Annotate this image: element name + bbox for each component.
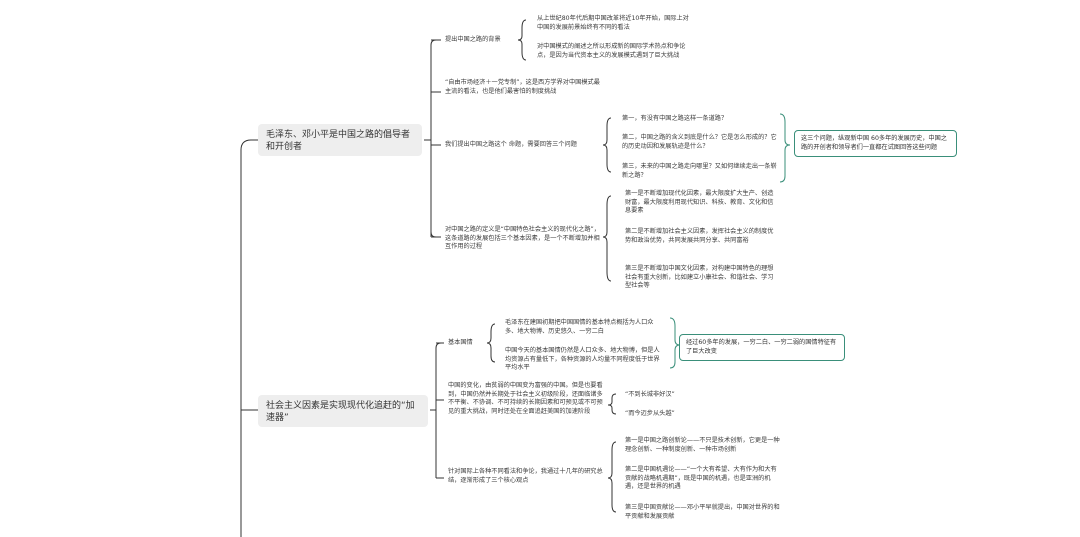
branch2-spine	[430, 348, 437, 478]
national-item-1[interactable]: 毛泽东在建国初期把中国国情的基本特点概括为人口众多、地大物博、历史悠久、一穷二白	[505, 319, 654, 335]
b2-spine-rounding	[435, 342, 442, 349]
definition-bracket	[602, 195, 612, 282]
change-label[interactable]: 中国的变化，由贫弱的中国变为富强的中国。但是也要看到，中国仍然并长期处于社会主义…	[448, 382, 603, 415]
core-views-label[interactable]: 针对国际上各种不同看法和争论，我通过十几年的研究总结，逐渐形成了三个核心观点	[448, 468, 603, 484]
questions-note-brace	[779, 113, 791, 183]
question-1[interactable]: 第一，有没有中国之路这样一条道路？	[622, 115, 728, 122]
definition-item-3[interactable]: 第三是不断增加中国文化因素，对构建中国特色的理想社会有重大创新，比如建立小康社会…	[625, 265, 774, 290]
core-view-2[interactable]: 第二是中国机遇论——“一个大有希望、大有作为和大有贡献的战略机遇期”，既是中国的…	[625, 466, 777, 491]
national-item-2[interactable]: 中国今天的基本国情仍然是人口众多、地大物博，但是人均资源占有量低下，各种资源的人…	[505, 347, 660, 372]
question-3[interactable]: 第三，未来的中国之路走向哪里？又如何继续走出一条崭新之路？	[622, 163, 777, 179]
core-view-1[interactable]: 第一是中国之路创新论——不只是技术创新，它更是一种理念创新、一种制度创新、一种市…	[625, 437, 780, 453]
western-view[interactable]: “自由市场经济＋一党专制”，这是西方学界对中国模式最主流的看法，也是他们最害怕的…	[445, 79, 600, 95]
definition-item-1[interactable]: 第一是不断增加现代化因素，最大限度扩大生产、创造财富，最大限度利用现代知识、科技…	[625, 190, 774, 215]
change-item-1[interactable]: “不到长城非好汉”	[625, 391, 675, 398]
national-bracket	[486, 323, 496, 363]
questions-note[interactable]: 这三个问题，纵观新中国 60多年的发展历史，中国之路的开创者和领导者们一直都在试…	[794, 130, 957, 158]
three-questions-label[interactable]: 我们提出中国之路这个 命题，需要回答三个问题	[445, 141, 577, 148]
change-bracket	[607, 393, 617, 415]
branch2-title[interactable]: 社会主义因素是实现现代化追赶的“加速器”	[258, 395, 428, 427]
core-views-bracket	[607, 441, 617, 513]
branch1-title[interactable]: 毛泽东、邓小平是中国之路的倡导者和开创者	[258, 124, 422, 156]
root-bracket	[240, 139, 252, 537]
background-item-1[interactable]: 从上世纪80年代后期中国改革将近10年开始，国际上对中国的发展前景始终有不同的看…	[537, 15, 689, 31]
national-label[interactable]: 基本国情	[448, 339, 473, 346]
core-view-3[interactable]: 第三是中国贡献论——邓小平早就提出，中国对世界的和平贡献和发展贡献	[625, 504, 780, 520]
questions-bracket	[602, 117, 612, 173]
change-item-2[interactable]: “而今迈步从头越”	[625, 410, 675, 417]
definition-item-2[interactable]: 第二是不断增加社会主义因素，发挥社会主义的制度优势和政治优势，共同发展共同分享、…	[625, 228, 774, 244]
b1-spine-rounding	[430, 39, 437, 238]
background-label[interactable]: 提出中国之路的背景	[445, 36, 501, 43]
definition-label[interactable]: 对中国之路的定义是“中国特色社会主义的现代化之路”，这条道路的发展包括三个基本因…	[445, 226, 600, 251]
branch1-spine	[424, 45, 432, 237]
background-item-2[interactable]: 对中国模式的阐述之所以形成新的国际学术热点和争论点，是因为当代资本主义的发展模式…	[537, 43, 686, 59]
background-bracket	[517, 19, 527, 61]
question-2[interactable]: 第二，中国之路的含义到底是什么？它是怎么形成的？它的历史动因和发展轨迹是什么？	[622, 134, 777, 150]
national-note[interactable]: 经过60多年的发展，一穷二白、一穷二弱的国情特征有了巨大改变	[679, 334, 845, 362]
